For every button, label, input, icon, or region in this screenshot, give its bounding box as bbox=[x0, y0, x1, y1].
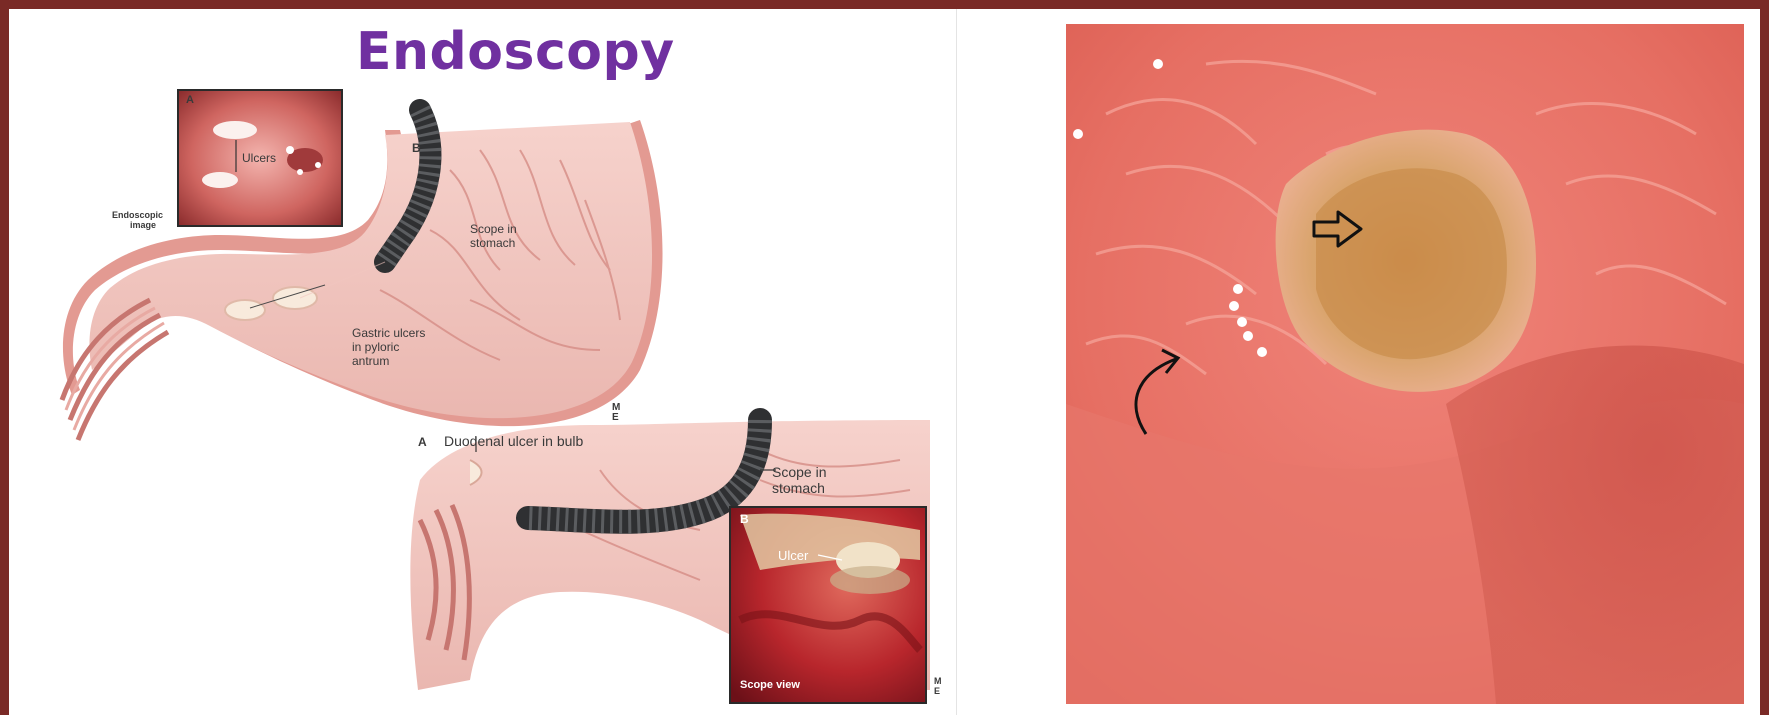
scope-in-stomach-top-1: Scope in bbox=[470, 222, 517, 236]
endoscopic-caption-2: image bbox=[130, 220, 156, 230]
upper-stomach bbox=[62, 110, 663, 440]
endoscopic-photo bbox=[1066, 24, 1744, 704]
panel-a-letter-bottom: A bbox=[418, 435, 427, 449]
panel-b-letter-top: B bbox=[412, 141, 421, 155]
scope-view-caption: Scope view bbox=[740, 679, 800, 691]
scope-in-stomach-bottom-1: Scope in bbox=[772, 464, 826, 480]
gastric-ulcers-1: Gastric ulcers bbox=[352, 326, 425, 340]
ulcers-label: Ulcers bbox=[242, 151, 276, 165]
inset-a-letter: A bbox=[186, 94, 194, 106]
mayo-mark-3: M bbox=[934, 676, 942, 686]
gastric-ulcers-3: antrum bbox=[352, 354, 389, 368]
mayo-mark-2: E bbox=[612, 412, 619, 423]
endoscopic-caption-1: Endoscopic bbox=[112, 210, 163, 220]
scope-in-stomach-bottom-2: stomach bbox=[772, 480, 825, 496]
stomach-illustration: A Ulcers Endoscopic image B Scope in sto… bbox=[0, 0, 960, 715]
gastric-ulcers-2: in pyloric bbox=[352, 340, 399, 354]
scope-in-stomach-top-2: stomach bbox=[470, 236, 515, 250]
duodenal-ulcer-label: Duodenal ulcer in bulb bbox=[444, 433, 584, 449]
inset-b-letter: B bbox=[740, 512, 749, 526]
mayo-mark-4: E bbox=[934, 686, 940, 696]
scope-view-inset bbox=[730, 507, 926, 703]
ulcer-label: Ulcer bbox=[778, 548, 809, 563]
